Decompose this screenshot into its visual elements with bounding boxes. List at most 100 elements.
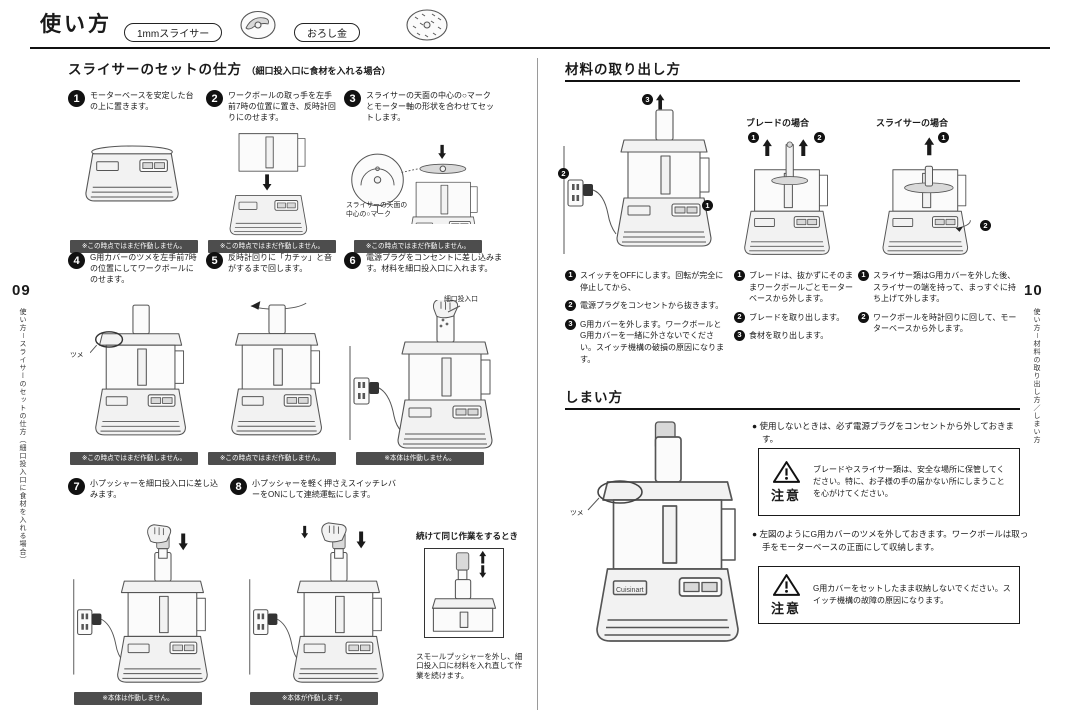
step-4-text: G用カバーのツメを左手前7時の位置にしてワークボールにのせます。 <box>90 253 197 285</box>
step-4-number: 4 <box>68 252 85 269</box>
slicer-case-illustration-wrap: 1 2 <box>854 132 1002 260</box>
continue-title: 続けて同じ作業をするとき <box>416 531 519 541</box>
step-6-illustration <box>349 300 493 449</box>
step-5-caption: ※この時点ではまだ作動しません。 <box>208 452 336 465</box>
step-8-text: 小プッシャーを軽く押さえスイッチレバーをONにして連続運転にします。 <box>252 479 396 500</box>
removal-main-step-3-text: G用カバーを外します。ワークボールとG用カバーを一緒に外さないでください。スイッ… <box>580 319 724 364</box>
caution-1-left: 注意 <box>766 460 806 504</box>
removal-main-step-1: 1 スイッチをOFFにします。回転が完全に停止してから、 <box>565 270 727 293</box>
removal-main-illustration <box>563 94 712 254</box>
step-7: 7 小プッシャーを細口投入口に差し込みます。 ※本体は作動しません。 <box>68 478 218 706</box>
marker-1: 1 <box>748 132 759 143</box>
removal-main-step-2-text: 電源プラグをコンセントから抜きます。 <box>580 301 724 311</box>
blade-case-illustration-wrap: 1 2 <box>726 132 848 260</box>
step-dot-1: 1 <box>858 270 869 281</box>
brand-text: Cuisinart <box>616 587 644 594</box>
blade-case-label: ブレードの場合 <box>746 118 810 128</box>
removal-blade-step-2-text: ブレードを取り出します。 <box>749 312 845 322</box>
storage-bullet-2: ● 左図のようにG用カバーのツメを外しておきます。ワークボールは取っ手をモーター… <box>752 529 1029 552</box>
step-2-number: 2 <box>206 90 223 107</box>
step-7-number: 7 <box>68 478 85 495</box>
caution-2-label: 注意 <box>770 601 801 616</box>
removal-blade-step-2: 2 ブレードを取り出します。 <box>734 311 854 324</box>
marker-2: 2 <box>814 132 825 143</box>
removal-slicer-step-2: 2 ワークボールを時計回りに回して、モーターベースから外します。 <box>858 311 1018 335</box>
blade-case-illustration <box>744 139 830 255</box>
disc-mark-label: スライサーの天面の中心の○マーク <box>346 202 408 218</box>
page-number-right: 10 <box>1024 282 1043 299</box>
slicer-setup-heading: スライサーのセットの仕方 （細口投入口に食材を入れる場合） <box>68 58 390 79</box>
marker-2: 2 <box>558 168 569 179</box>
step-5-illustration <box>231 301 322 436</box>
removal-slicer-step-2-text: ワークボールを時計回りに回して、モーターベースから外します。 <box>873 312 1017 334</box>
removal-main-step-2: 2 電源プラグをコンセントから抜きます。 <box>565 300 727 312</box>
right-side-text: 使い方－材料の取り出し方／しまい方 <box>1033 308 1040 444</box>
step-7-text: 小プッシャーを細口投入口に差し込みます。 <box>90 479 218 500</box>
step-6-caption: ※本体は作動しません。 <box>356 452 484 465</box>
caution-2-text: G用カバーをセットしたまま収納しないでください。スイッチ機構の故障の原因になりま… <box>813 584 1011 605</box>
caution-1-text: ブレードやスライサー類は、安全な場所に保管してください。特に、お子様の手の届かな… <box>813 465 1005 498</box>
step-5: 5 反時計回りに「カチッ」と音がするまで回します。 ※この時点ではまだ作動しませ… <box>206 252 338 467</box>
caution-2-left: 注意 <box>766 573 806 617</box>
step-1-text: モーターベースを安定した台の上に置きます。 <box>90 91 194 112</box>
removal-title-underline <box>565 80 1020 82</box>
badge-grater: おろし金 <box>294 23 360 42</box>
step-6-number: 6 <box>344 252 361 269</box>
caution-1-label: 注意 <box>770 488 801 503</box>
removal-main-steps: 1 スイッチをOFFにします。回転が完全に停止してから、 2 電源プラグをコンセ… <box>565 270 727 372</box>
step-dot-3: 3 <box>565 318 576 330</box>
step-3-caption: ※この時点ではまだ作動しません。 <box>354 240 482 253</box>
removal-blade-step-1-text: ブレードは、抜かずにそのままワークボールごとモーターベースから外します。 <box>749 271 853 304</box>
removal-main-step-3: 3 G用カバーを外します。ワークボールとG用カバーを一緒に外さないでください。ス… <box>565 318 727 365</box>
step-2: 2 ワークボールの取っ手を左手前7時の位置に置き、反時計回りにのせます。 ※この… <box>206 90 338 255</box>
header-divider <box>30 47 1050 49</box>
warning-icon <box>772 574 800 596</box>
slicer-disc-icon <box>240 10 276 40</box>
removal-main-illustration-wrap: 3 2 1 <box>556 94 731 262</box>
removal-blade-steps: 1 ブレードは、抜かずにそのままワークボールごとモーターベースから外します。 2… <box>734 270 854 349</box>
step-7-caption: ※本体は作動しません。 <box>74 692 202 705</box>
step-dot-3: 3 <box>734 330 745 342</box>
step-7-illustration <box>73 524 208 683</box>
step-4: 4 G用カバーのツメを左手前7時の位置にしてワークボールにのせます。 ツメ ※こ… <box>68 252 200 467</box>
step-8-number: 8 <box>230 478 247 495</box>
step-2-text: ワークボールの取っ手を左手前7時の位置に置き、反時計回りにのせます。 <box>228 91 336 123</box>
step-2-caption: ※この時点ではまだ作動しません。 <box>208 240 336 253</box>
step-4-illustration <box>90 304 186 436</box>
step-3-text: スライサーの天面の中心の○マークとモーター軸の形状を合わせてセットします。 <box>366 91 494 123</box>
tsume-label: ツメ <box>70 352 84 359</box>
step-dot-2: 2 <box>858 311 869 323</box>
slicer-setup-note: （細口投入口に食材を入れる場合） <box>246 66 391 76</box>
step-1-number: 1 <box>68 90 85 107</box>
removal-slicer-steps: 1 スライサー類はG用カバーを外した後、スライサーの端を持って、まっすぐに持ち上… <box>858 270 1018 342</box>
marker-1: 1 <box>938 132 949 143</box>
removal-slicer-step-1: 1 スライサー類はG用カバーを外した後、スライサーの端を持って、まっすぐに持ち上… <box>858 270 1018 305</box>
step-3-number: 3 <box>344 90 361 107</box>
caution-box-2: 注意 G用カバーをセットしたまま収納しないでください。スイッチ機構の故障の原因に… <box>758 566 1020 624</box>
step-1-caption: ※この時点ではまだ作動しません。 <box>70 240 198 253</box>
slicer-case-label: スライサーの場合 <box>876 118 949 128</box>
removal-blade-step-3: 3 食材を取り出します。 <box>734 330 854 342</box>
removal-blade-step-3-text: 食材を取り出します。 <box>749 331 829 341</box>
step-5-number: 5 <box>206 252 223 269</box>
continue-box <box>424 548 504 638</box>
step-dot-1: 1 <box>565 270 576 281</box>
storage-tsume-label: ツメ <box>570 510 584 517</box>
removal-main-step-1-text: スイッチをOFFにします。回転が完全に停止してから、 <box>580 271 724 292</box>
left-side-text: 使い方－スライサーのセットの仕方（細口投入口に食材を入れる場合） <box>19 308 26 564</box>
step-2-illustration <box>229 133 308 236</box>
slicer-case-illustration <box>882 137 971 255</box>
step-5-text: 反時計回りに「カチッ」と音がするまで回します。 <box>228 253 332 274</box>
step-dot-2: 2 <box>734 311 745 323</box>
page-number-left: 09 <box>12 282 31 299</box>
storage-illustration-wrap: Cuisinart ツメ <box>570 416 752 668</box>
step-6-text: 電源プラグをコンセントに差し込みます。材料を細口投入口に入れます。 <box>366 253 502 274</box>
badge-1mm-slicer: 1mmスライサー <box>124 23 223 42</box>
step-dot-1: 1 <box>734 270 745 281</box>
step-6: 6 電源プラグをコンセントに差し込みます。材料を細口投入口に入れます。 細口投入… <box>344 252 509 467</box>
step-4-caption: ※この時点ではまだ作動しません。 <box>70 452 198 465</box>
storage-bullet-1: ● 使用しないときは、必ず電源プラグをコンセントから外しておきます。 <box>752 421 1014 444</box>
removal-slicer-step-1-text: スライサー類はG用カバーを外した後、スライサーの端を持って、まっすぐに持ち上げて… <box>873 271 1016 304</box>
storage-title-underline <box>565 408 1020 410</box>
